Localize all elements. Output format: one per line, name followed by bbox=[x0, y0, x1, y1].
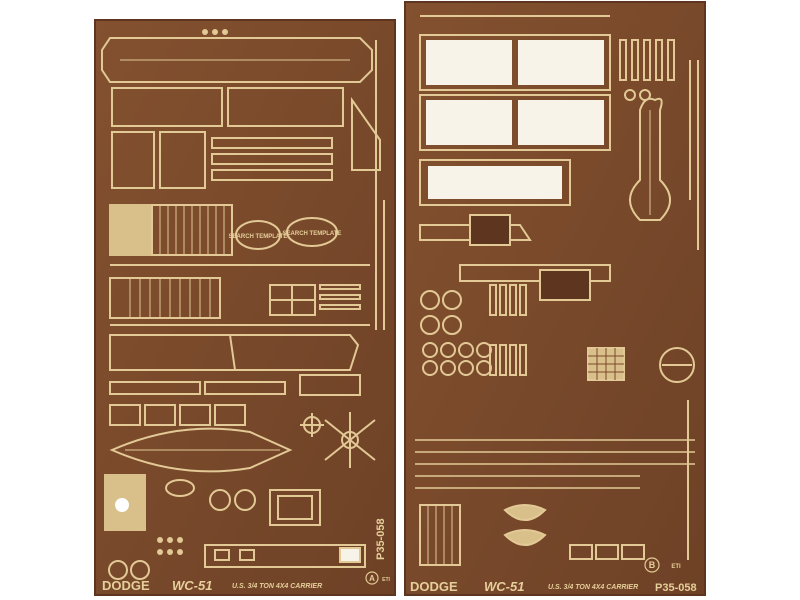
sheet-b-maker: ETI bbox=[671, 564, 681, 570]
slats-b bbox=[427, 505, 453, 565]
part-ring-b bbox=[209, 489, 231, 511]
part-bracket-right bbox=[351, 96, 381, 171]
part-hole bbox=[115, 498, 129, 512]
window-pane-2 bbox=[518, 40, 604, 85]
sheet-a-letter-badge bbox=[365, 571, 379, 585]
part-box-frame-inner bbox=[277, 495, 313, 520]
part-window-frame-1 bbox=[419, 34, 611, 91]
part-hood-flap bbox=[109, 334, 360, 371]
part-slat-panel-1 bbox=[109, 204, 151, 256]
part-panel-lower-mid bbox=[159, 131, 206, 189]
plate-hole-2 bbox=[239, 549, 255, 561]
plate-hole-1 bbox=[214, 549, 230, 561]
part-long-bar bbox=[459, 264, 611, 282]
sheet-a: SEARCH TEMPLATE SEARCH TEMPLATE DODGE WC… bbox=[94, 19, 396, 596]
part-vertical-bars bbox=[489, 284, 527, 376]
sheet-b-model: DODGE bbox=[410, 579, 458, 594]
part-ring-c bbox=[234, 489, 256, 511]
slats-1 bbox=[159, 205, 225, 255]
sheet-b-letter: B bbox=[649, 560, 656, 570]
window-pane-4 bbox=[518, 100, 604, 145]
part-skid-plate bbox=[109, 427, 293, 473]
part-dots bbox=[157, 29, 228, 555]
sheet-a-template-label-1: SEARCH TEMPLATE bbox=[229, 234, 288, 240]
sheet-b: DODGE WC-51 U.S. 3/4 TON 4X4 CARRIER P35… bbox=[404, 1, 706, 596]
part-top-fender bbox=[101, 37, 373, 83]
part-plate-holes bbox=[204, 544, 366, 568]
part-ring-d bbox=[108, 560, 128, 580]
part-wheel-disc bbox=[659, 347, 695, 383]
part-window-frame-3 bbox=[419, 159, 571, 206]
part-dark-plate bbox=[469, 214, 511, 246]
hood-divider bbox=[229, 334, 236, 371]
part-bar-set-2 bbox=[319, 294, 361, 300]
part-small-rect-grid bbox=[569, 544, 645, 560]
part-horizontal-strips bbox=[415, 439, 695, 489]
part-ring-e bbox=[130, 560, 150, 580]
part-bow-shape bbox=[503, 504, 547, 521]
part-template-oval-1 bbox=[235, 220, 281, 250]
slats-2 bbox=[129, 278, 211, 318]
sheet-a-maker: ETI bbox=[382, 577, 390, 583]
plate-hole-3 bbox=[339, 547, 361, 563]
part-strip-3 bbox=[211, 169, 333, 181]
part-strip-set bbox=[211, 137, 333, 149]
part-slat-grid-b bbox=[419, 504, 461, 566]
sheet-a-template-label-2: SEARCH TEMPLATE bbox=[283, 231, 342, 237]
part-template-oval-2 bbox=[286, 217, 338, 247]
part-strip-row-2 bbox=[204, 381, 286, 395]
part-small-rects-3 bbox=[179, 404, 211, 426]
sheet-a-parts bbox=[101, 29, 385, 580]
sheet-b-code: P35-058 bbox=[655, 582, 697, 594]
part-bow-shape-2 bbox=[503, 529, 547, 546]
sheet-a-code: P35-058 bbox=[375, 518, 387, 560]
window-pane-3 bbox=[426, 100, 512, 145]
sheet-a-letter: A bbox=[369, 574, 375, 583]
part-box-frame bbox=[269, 489, 321, 526]
part-small-rects bbox=[109, 404, 141, 426]
part-small-star bbox=[300, 413, 324, 437]
sheet-b-subtitle: U.S. 3/4 TON 4X4 CARRIER bbox=[548, 584, 638, 591]
sheet-b-letter-badge bbox=[644, 557, 660, 573]
window-pane-1 bbox=[426, 40, 512, 85]
part-small-rects-4 bbox=[214, 404, 246, 426]
part-side-panel-left bbox=[111, 87, 223, 127]
part-bar-set bbox=[319, 284, 361, 290]
window-pane-5 bbox=[428, 166, 562, 199]
part-fan bbox=[324, 412, 376, 468]
part-small-rects-2 bbox=[144, 404, 176, 426]
part-small-column bbox=[619, 39, 675, 101]
part-panel-lower-left bbox=[111, 131, 155, 189]
sheet-a-subtitle: U.S. 3/4 TON 4X4 CARRIER bbox=[232, 583, 322, 590]
sheet-a-designation: WC-51 bbox=[172, 578, 212, 593]
part-angled-bracket bbox=[299, 374, 361, 396]
sheet-b-parts bbox=[415, 15, 699, 566]
part-window-frame-2 bbox=[419, 94, 611, 151]
sheet-a-model: DODGE bbox=[102, 578, 150, 593]
part-slat-panel-2 bbox=[109, 277, 221, 319]
part-grille-dark bbox=[539, 269, 591, 301]
part-side-panel-right bbox=[227, 87, 344, 127]
part-bar-set-3 bbox=[319, 304, 361, 310]
part-carrier-arm bbox=[629, 97, 671, 221]
mesh-lines bbox=[588, 348, 624, 380]
part-ring-a bbox=[165, 479, 195, 497]
part-strip-2 bbox=[211, 153, 333, 165]
part-strip-row bbox=[109, 381, 201, 395]
sheet-b-designation: WC-51 bbox=[484, 579, 524, 594]
